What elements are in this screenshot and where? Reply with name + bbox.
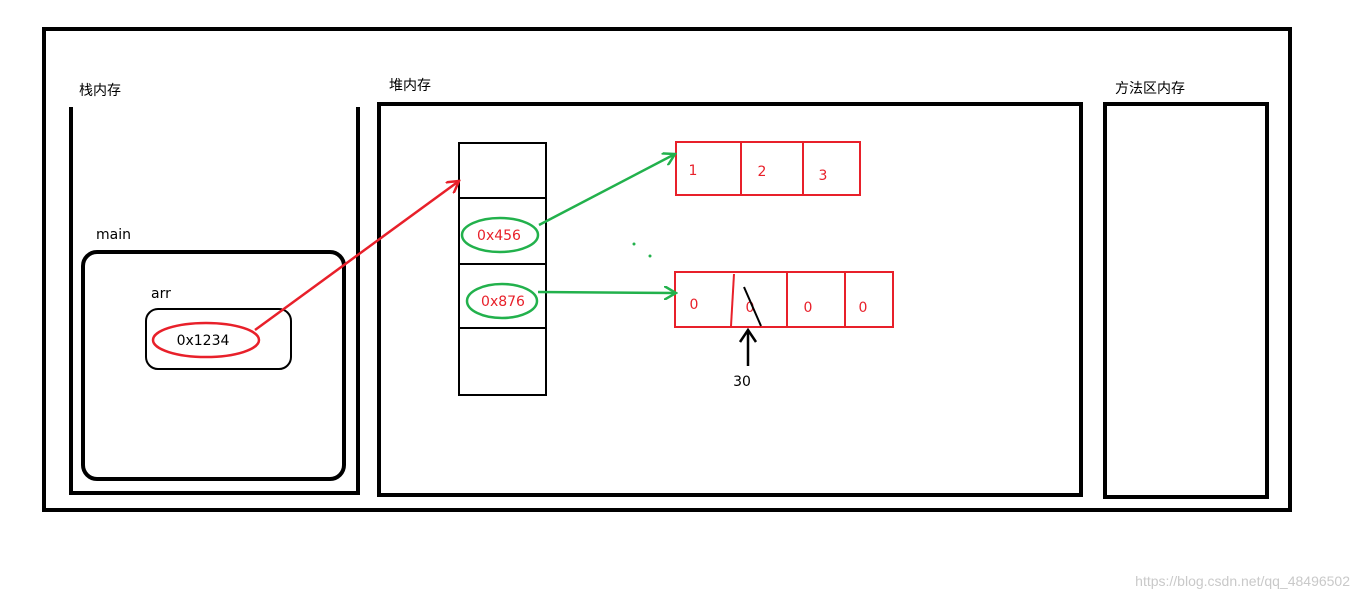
heap-memory-label: 堆内存 xyxy=(389,78,431,94)
array-cell-value: 2 xyxy=(758,164,767,180)
pointer-value-ellipse xyxy=(460,216,540,254)
array-cell-value: 1 xyxy=(689,163,698,179)
stack-memory-label: 栈内存 xyxy=(79,83,121,99)
annotation-value: 30 xyxy=(733,374,751,390)
method-area-region xyxy=(1103,102,1269,499)
arr-variable-label: arr xyxy=(151,286,171,302)
array-cell xyxy=(740,141,804,196)
array-cell xyxy=(675,141,742,196)
heap-memory-region xyxy=(377,102,1083,497)
array-cell xyxy=(802,141,861,196)
reference-arrow-green xyxy=(537,292,676,293)
array-cell-value: 0 xyxy=(859,300,868,316)
arr-value: 0x1234 xyxy=(177,333,230,349)
strike-mark xyxy=(743,286,762,327)
method-area-label: 方法区内存 xyxy=(1115,81,1185,97)
arr-variable-box xyxy=(145,308,292,370)
heap-array-1 xyxy=(675,141,861,196)
pointer-array-cell xyxy=(458,142,547,199)
annotation-arrow xyxy=(738,327,758,366)
pointer-array-cell xyxy=(458,327,547,396)
watermark: https://blog.csdn.net/qq_48496502 xyxy=(1135,573,1350,589)
pointer-array xyxy=(458,142,547,396)
pointer-value: 0x876 xyxy=(481,294,525,310)
stray-dot xyxy=(632,242,636,246)
array-cell-value: 3 xyxy=(819,168,828,184)
arr-value-ellipse xyxy=(151,321,261,359)
reference-arrow-green xyxy=(538,154,675,227)
pointer-value: 0x456 xyxy=(477,228,521,244)
main-frame xyxy=(81,250,346,481)
array-cell-divider xyxy=(730,273,735,327)
outer-frame xyxy=(42,27,1292,512)
stray-dot xyxy=(545,159,547,161)
array-cell-value: 0 xyxy=(804,300,813,316)
pointer-value-ellipse xyxy=(465,282,539,320)
reference-arrow-red xyxy=(254,181,459,332)
stray-dot xyxy=(648,254,652,258)
array-cell-value: 0 xyxy=(746,300,755,316)
array-cell-value: 0 xyxy=(690,297,699,313)
stack-memory-region xyxy=(69,107,360,495)
main-frame-label: main xyxy=(96,227,131,243)
